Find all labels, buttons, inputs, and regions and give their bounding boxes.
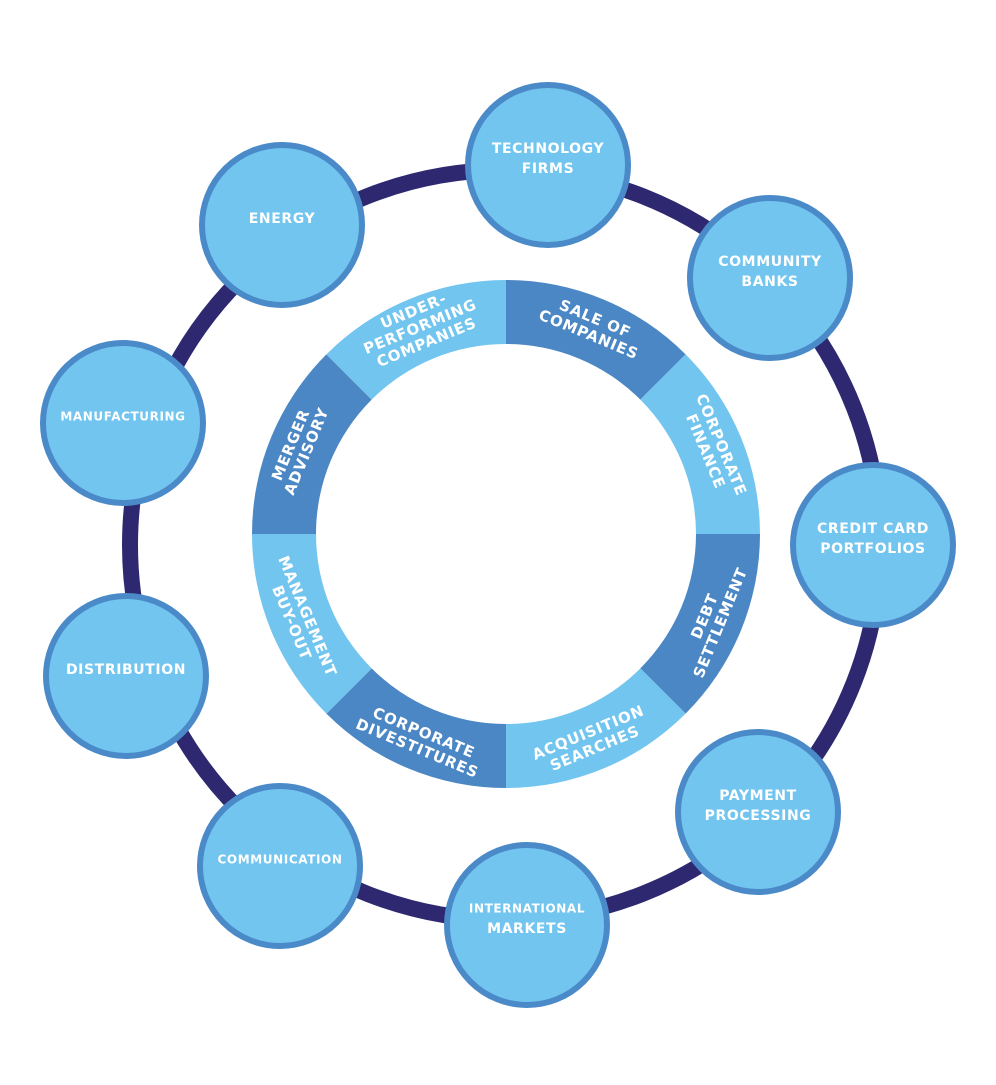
industry-node-communication: COMMUNICATION [197, 783, 363, 949]
ring-segment-shape [640, 354, 760, 534]
industry-node-distribution: DISTRIBUTION [43, 593, 209, 759]
industry-node-label: FIRMS [522, 161, 575, 177]
ring-segment-shape [326, 668, 506, 788]
industry-nodes: TECHNOLOGY FIRMS COMMUNITY BANKS CREDIT CARD… [40, 82, 956, 1008]
industry-node-energy: ENERGY [199, 142, 365, 308]
industry-node-label: COMMUNICATION [218, 853, 343, 867]
industry-node-credit-card-portfolios: CREDIT CARD PORTFOLIOS [790, 462, 956, 628]
industry-node-circle [687, 195, 853, 361]
industry-node-community-banks: COMMUNITY BANKS [687, 195, 853, 361]
industry-node-circle [465, 82, 631, 248]
industry-node-label: INTERNATIONAL [469, 902, 585, 916]
industry-node-label: COMMUNITY [718, 254, 822, 270]
industry-node-circle [675, 729, 841, 895]
industry-node-circle [444, 842, 610, 1008]
industry-node-label: PROCESSING [705, 808, 812, 824]
industry-node-circle [199, 142, 365, 308]
ring-segment-shape [506, 280, 686, 400]
industry-node-label: PORTFOLIOS [820, 541, 925, 557]
industry-node-circle [43, 593, 209, 759]
industry-node-payment-processing: PAYMENT PROCESSING [675, 729, 841, 895]
industry-node-circle [790, 462, 956, 628]
industry-node-technology-firms: TECHNOLOGY FIRMS [465, 82, 631, 248]
industry-node-label: PAYMENT [719, 788, 797, 804]
ring-segment-shape [252, 534, 372, 714]
industry-node-label: MANUFACTURING [60, 410, 185, 424]
industry-node-circle [40, 340, 206, 506]
industry-node-manufacturing: MANUFACTURING [40, 340, 206, 506]
industry-node-label: CREDIT CARD [817, 521, 929, 537]
ring-segment-shape [252, 354, 372, 534]
industry-node-circle [197, 783, 363, 949]
industry-node-label: TECHNOLOGY [492, 141, 605, 157]
ring-segment-shape [326, 280, 506, 400]
industry-node-label: MARKETS [487, 921, 567, 937]
ring-segment-shape [506, 668, 686, 788]
industry-node-label: BANKS [741, 274, 798, 290]
industry-node-label: DISTRIBUTION [66, 662, 186, 678]
services-ring: SALE OFCOMPANIESCORPORATEFINANCEDEBTSETT… [252, 280, 760, 788]
industry-node-label: ENERGY [249, 211, 316, 227]
ring-segment-shape [640, 534, 760, 714]
industry-node-international-markets: INTERNATIONAL MARKETS [444, 842, 610, 1008]
